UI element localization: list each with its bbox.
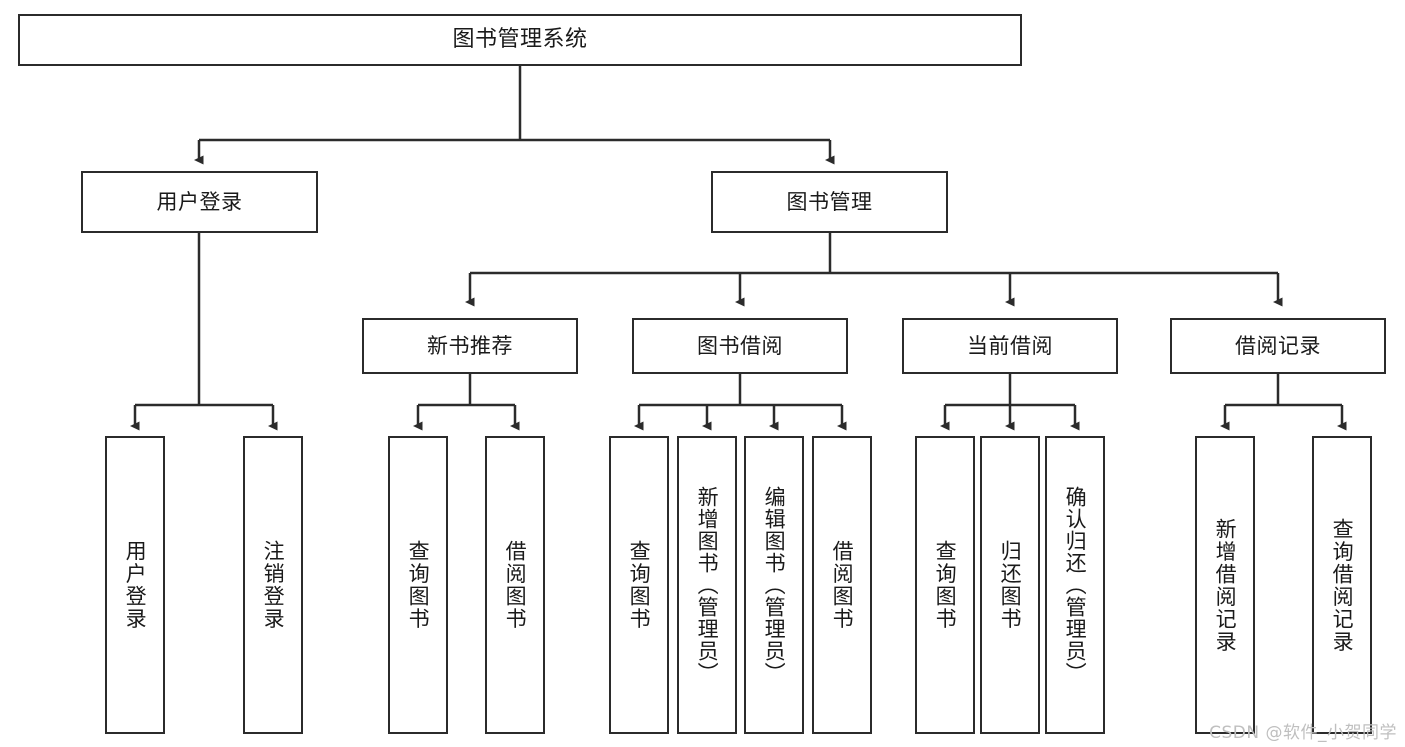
node-leaf-user-login[interactable]: 用户登录 [105, 436, 165, 734]
node-leaf-return-book[interactable]: 归还图书 [980, 436, 1040, 734]
csdn-watermark: CSDN @软件_小贺同学 [1209, 723, 1397, 743]
connector-bookmgmt-to-level3 [465, 233, 1283, 307]
node-leaf-query-book-recommend[interactable]: 查询图书 [388, 436, 448, 734]
connector-currentborrow-to-leaves [940, 374, 1080, 431]
connector-newbook-to-leaves [413, 374, 520, 431]
node-label: 用户登录 [156, 189, 243, 214]
node-label: 图书借阅 [697, 333, 783, 358]
node-label: 图书管理 [786, 189, 873, 214]
node-label: 新增图书（管理员） [695, 486, 720, 684]
node-label: 查询图书 [627, 540, 652, 630]
node-label: 用户登录 [123, 540, 148, 630]
connector-root-to-level2 [194, 66, 835, 165]
node-leaf-add-borrow-record[interactable]: 新增借阅记录 [1195, 436, 1255, 734]
node-label: 借阅图书 [830, 540, 855, 630]
node-label: 借阅记录 [1235, 333, 1321, 358]
connector-borrowrecord-to-leaves [1220, 374, 1347, 431]
node-label: 当前借阅 [967, 333, 1053, 358]
node-leaf-query-book-current[interactable]: 查询图书 [915, 436, 975, 734]
node-leaf-borrow-book-recommend[interactable]: 借阅图书 [485, 436, 545, 734]
node-leaf-logout-login[interactable]: 注销登录 [243, 436, 303, 734]
node-leaf-edit-book-admin[interactable]: 编辑图书（管理员） [744, 436, 804, 734]
node-leaf-add-book-admin[interactable]: 新增图书（管理员） [677, 436, 737, 734]
connector-bookborrow-to-leaves [634, 374, 847, 431]
node-current-borrow[interactable]: 当前借阅 [902, 318, 1118, 374]
node-label: 查询借阅记录 [1330, 517, 1355, 653]
node-leaf-query-book-borrow[interactable]: 查询图书 [609, 436, 669, 734]
node-label: 查询图书 [933, 540, 958, 630]
connector-userlogin-to-leaves [130, 233, 278, 431]
node-label: 归还图书 [998, 540, 1023, 630]
node-user-login[interactable]: 用户登录 [81, 171, 318, 233]
node-leaf-query-borrow-record[interactable]: 查询借阅记录 [1312, 436, 1372, 734]
node-leaf-confirm-return-admin[interactable]: 确认归还（管理员） [1045, 436, 1105, 734]
node-label: 注销登录 [261, 540, 286, 630]
node-new-book-recommend[interactable]: 新书推荐 [362, 318, 578, 374]
node-label: 借阅图书 [503, 540, 528, 630]
node-borrow-record[interactable]: 借阅记录 [1170, 318, 1386, 374]
node-leaf-borrow-book-borrow[interactable]: 借阅图书 [812, 436, 872, 734]
node-book-borrow[interactable]: 图书借阅 [632, 318, 848, 374]
node-label: 新增借阅记录 [1213, 517, 1238, 653]
node-root-book-management-system[interactable]: 图书管理系统 [18, 14, 1022, 66]
node-book-management[interactable]: 图书管理 [711, 171, 948, 233]
node-label: 确认归还（管理员） [1063, 486, 1088, 684]
node-label: 查询图书 [406, 540, 431, 630]
node-label: 编辑图书（管理员） [762, 486, 787, 684]
node-label: 图书管理系统 [452, 27, 588, 53]
node-label: 新书推荐 [427, 333, 513, 358]
